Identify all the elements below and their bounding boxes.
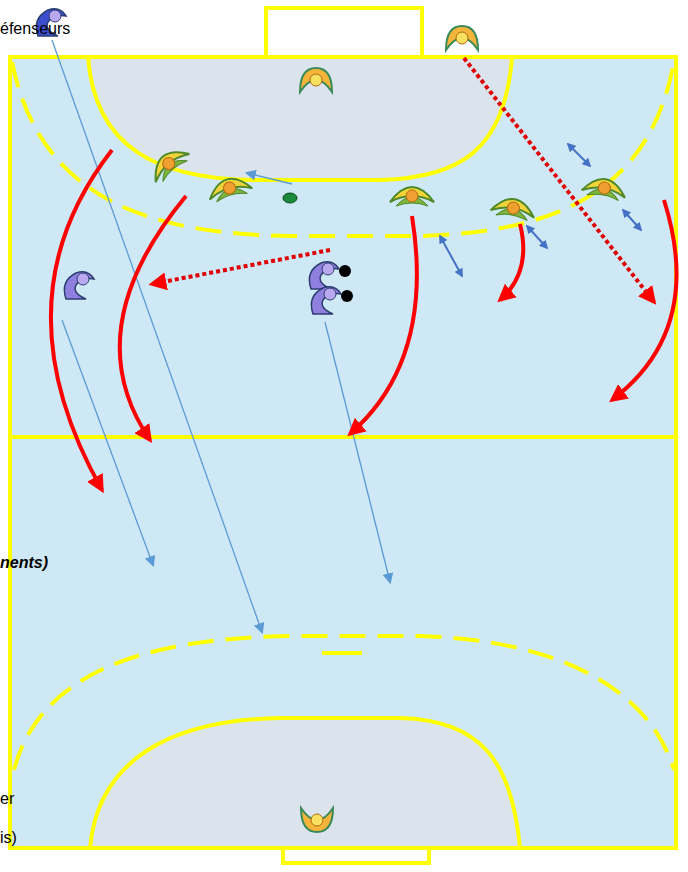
run-line [325,322,390,582]
attacker-icon [64,272,94,299]
cut-label: er [0,790,14,808]
move-arrow [612,200,677,400]
goalkeeper-icon [446,26,478,50]
marking-arrow [623,210,641,230]
marking-arrow [440,236,462,276]
defender-icon [146,142,192,185]
marking-arrow [527,226,547,248]
goalkeeper-icon [300,68,332,92]
run-lines [52,40,390,632]
marking-arrow [568,144,590,166]
pass-arrows [152,58,654,302]
defender-icon [390,187,434,206]
run-line [247,173,292,184]
move-arrow [51,150,112,490]
cut-label: éfenseurs [0,20,70,38]
goalkeeper-icon [301,808,333,832]
run-line [52,40,262,632]
move-arrow [120,196,186,440]
move-arrow [350,216,417,434]
attacker-icon [309,262,351,289]
cut-label: is) [0,829,17,847]
court [10,8,676,863]
run-line [62,320,153,565]
cut-label: nents) [0,554,48,572]
pass-arrow [152,250,330,284]
move-arrow [500,224,523,300]
attacker-icon [311,287,353,314]
marking-arrows [440,144,641,276]
retreat-arrows [51,150,677,490]
defender-icon [490,195,537,221]
defender-icon [581,175,628,201]
ball [283,193,297,203]
pass-arrow [464,58,654,302]
defender-icon [206,174,253,204]
